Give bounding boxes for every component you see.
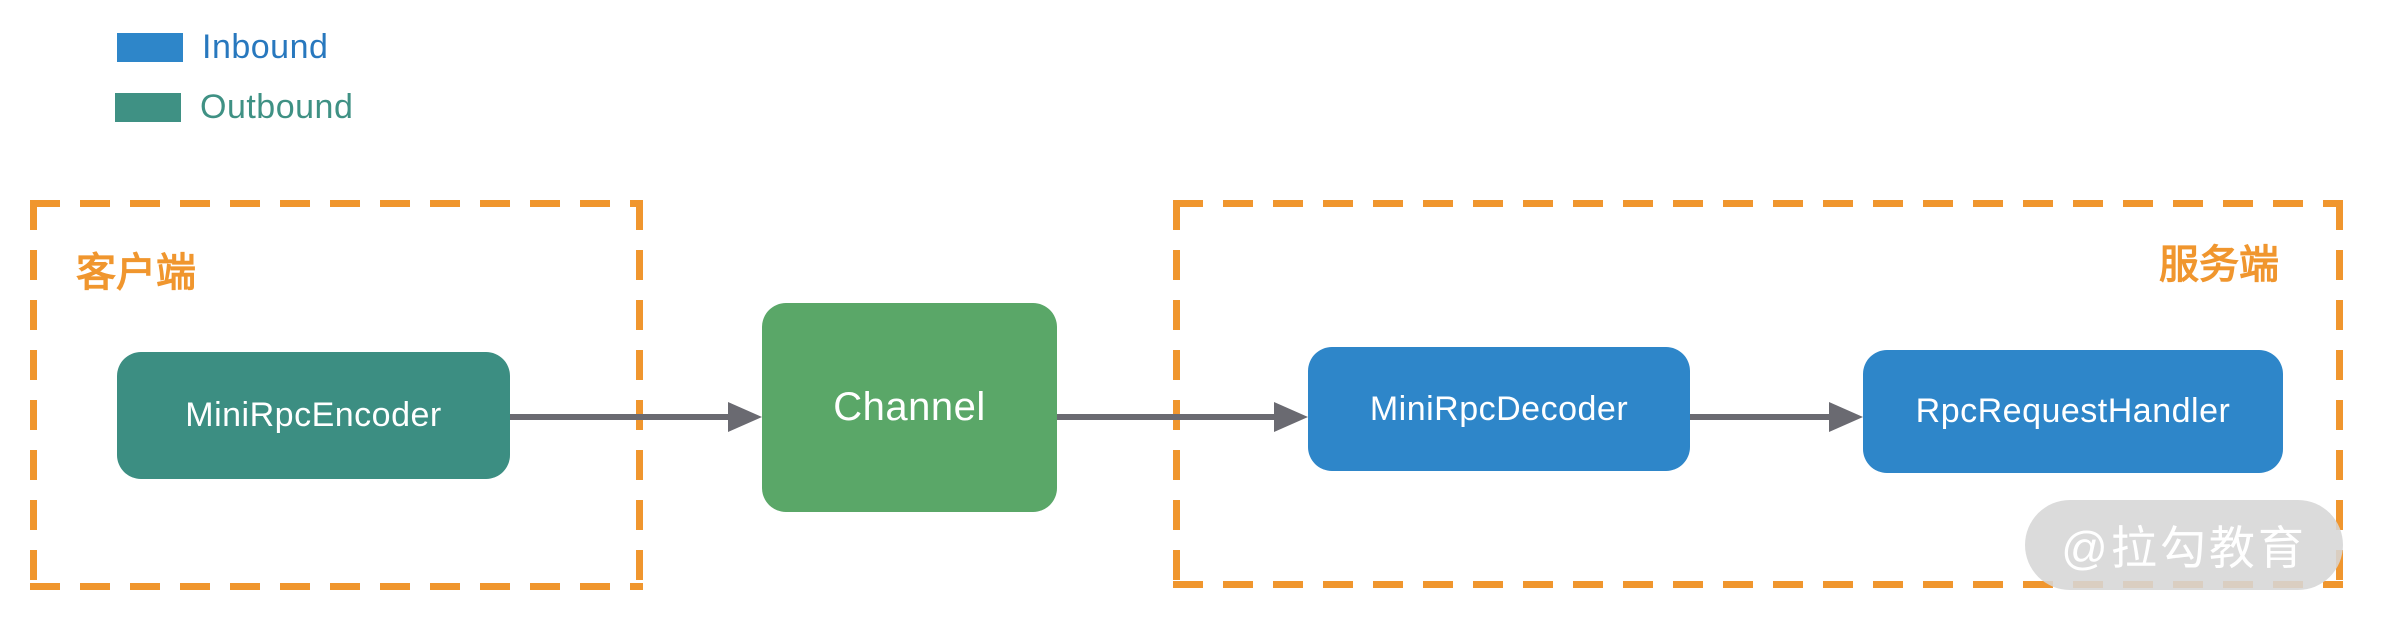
legend-item-outbound: Outbound xyxy=(115,88,353,126)
arrow-decoder-to-handler-line xyxy=(1690,414,1829,420)
client-border-right xyxy=(636,200,643,590)
server-group-label: 服务端 xyxy=(2159,243,2279,287)
legend-label-outbound: Outbound xyxy=(200,87,354,126)
server-border-right xyxy=(2336,200,2343,588)
client-border-top xyxy=(30,200,643,207)
legend-item-inbound: Inbound xyxy=(117,28,328,66)
client-group-label: 客户端 xyxy=(76,251,196,295)
node-channel: Channel xyxy=(762,303,1057,512)
outbound-color-swatch xyxy=(115,92,181,122)
legend-label-inbound: Inbound xyxy=(202,27,329,66)
client-border-left xyxy=(30,200,37,590)
server-border-left xyxy=(1173,200,1180,588)
arrow-channel-to-decoder-line xyxy=(1057,414,1274,420)
watermark-badge: @拉勾教育 xyxy=(2025,500,2343,590)
arrow-channel-to-decoder-head-icon xyxy=(1274,402,1308,432)
node-minirpcencoder: MiniRpcEncoder xyxy=(117,352,510,479)
client-group-box: 客户端 xyxy=(30,200,643,590)
arrow-encoder-to-channel-head-icon xyxy=(728,402,762,432)
server-group-box: 服务端 xyxy=(1173,200,2343,588)
server-border-top xyxy=(1173,200,2343,207)
node-minirpcdecoder: MiniRpcDecoder xyxy=(1308,347,1690,471)
arrow-decoder-to-handler-head-icon xyxy=(1829,402,1863,432)
server-border-bottom xyxy=(1173,581,2343,588)
node-rpcrequesthandler: RpcRequestHandler xyxy=(1863,350,2283,473)
arrow-encoder-to-channel-line xyxy=(510,414,728,420)
client-border-bottom xyxy=(30,583,643,590)
inbound-color-swatch xyxy=(117,32,183,62)
